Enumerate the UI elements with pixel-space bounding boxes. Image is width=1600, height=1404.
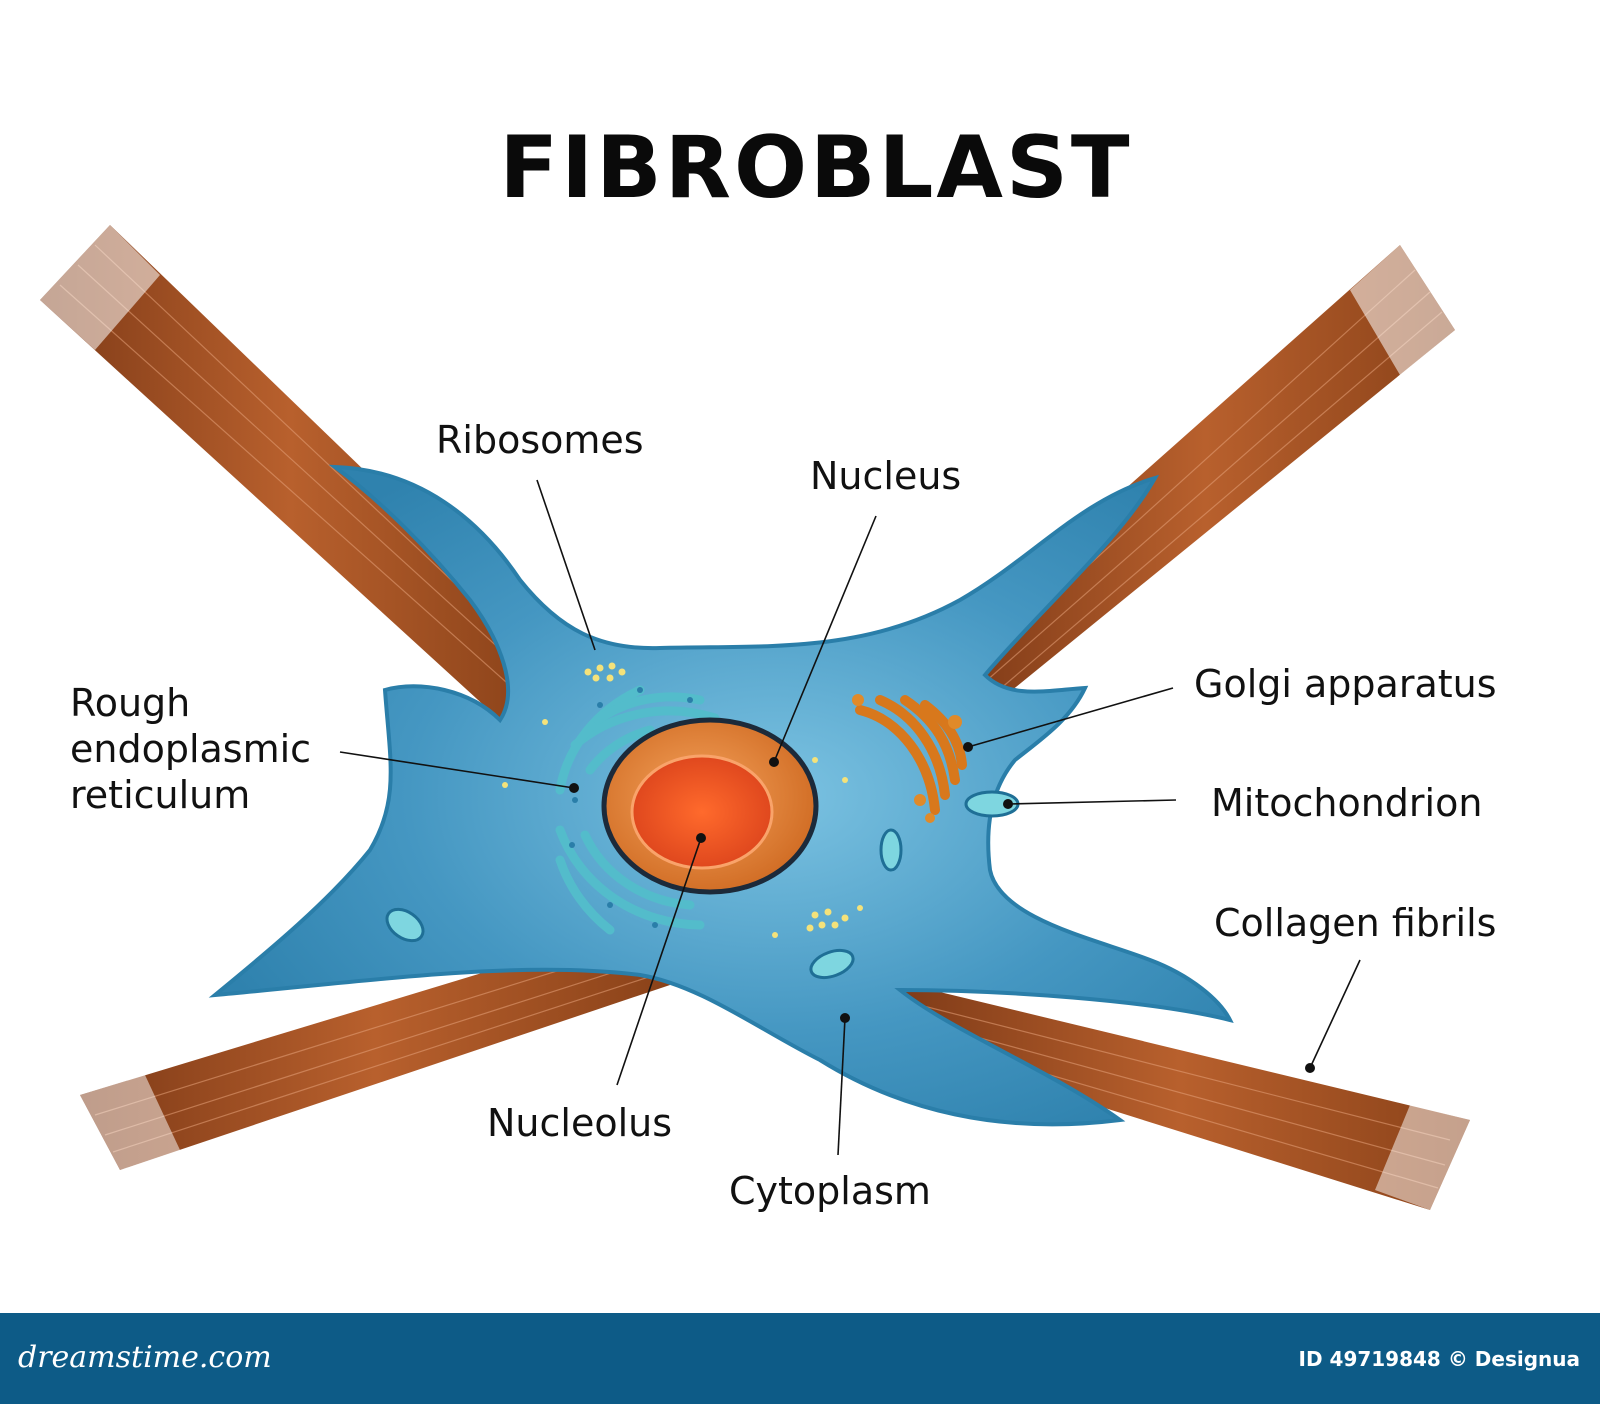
er-ribosome-dots (569, 687, 693, 928)
label-collagen-fibrils: Collagen fibrils (1214, 901, 1497, 945)
label-mitochondrion: Mitochondrion (1211, 781, 1483, 825)
leader-dots (569, 742, 1315, 1073)
label-nucleolus: Nucleolus (487, 1101, 673, 1145)
label-ribosomes: Ribosomes (436, 418, 644, 462)
leader-lines (339, 479, 1361, 1156)
label-golgi: Golgi apparatus (1194, 662, 1497, 706)
label-nucleus: Nucleus (810, 454, 962, 498)
image-credit: ID 49719848 © Designua (1298, 1347, 1580, 1371)
collagen-fibril-bottom-left (80, 925, 670, 1170)
watermark-brand: dreamstime.com (18, 1340, 272, 1375)
footer-bar: dreamstime.com ID 49719848 © Designua (0, 1313, 1600, 1404)
collagen-fibril-top-left (40, 225, 540, 720)
nucleolus (630, 754, 774, 870)
label-rough-er: Rough endoplasmic reticulum (70, 681, 312, 817)
golgi-apparatus (855, 695, 967, 815)
label-cytoplasm: Cytoplasm (729, 1169, 931, 1213)
ribosome-clusters (502, 662, 863, 938)
fibroblast-diagram (40, 225, 1470, 1210)
diagram-title: FIBROBLAST (499, 118, 1133, 218)
golgi-vesicles (852, 694, 962, 823)
collagen-fibril-top-right (955, 245, 1455, 700)
